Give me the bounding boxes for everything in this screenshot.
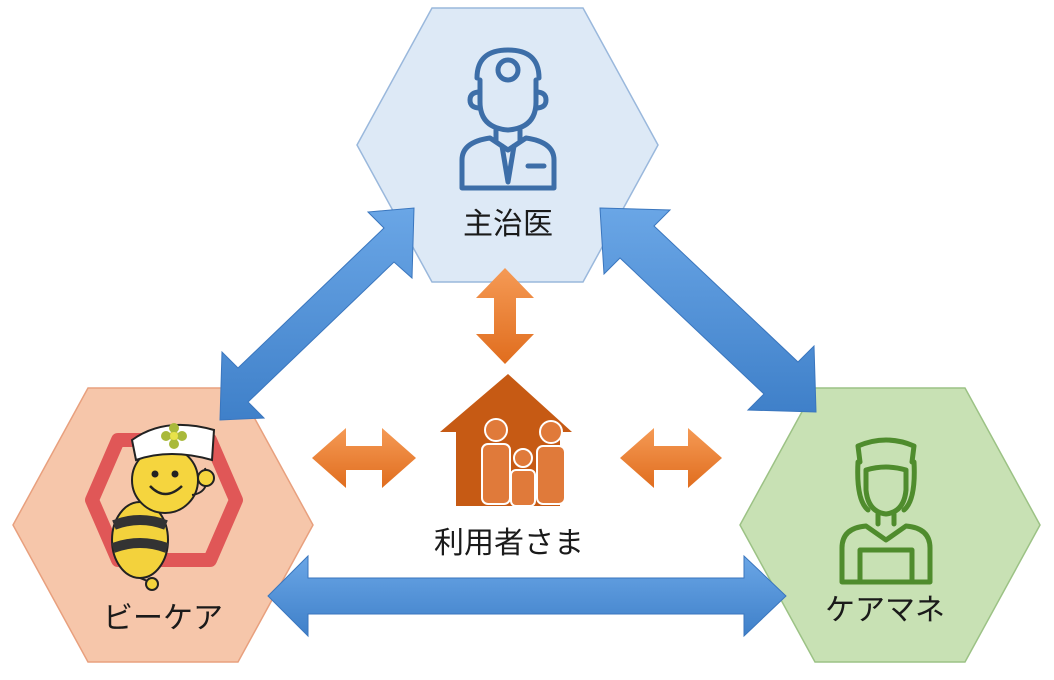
family-house-icon — [440, 374, 572, 507]
caremanager-label: ケアマネ — [825, 593, 945, 628]
arrow-doctor-bcare — [219, 207, 415, 421]
arrow-caremanager-user — [620, 428, 722, 488]
arrow-doctor-caremanager — [599, 207, 817, 413]
doctor-hexagon — [356, 7, 659, 283]
caremanager-hexagon — [739, 387, 1041, 663]
user-node: 利用者さま — [434, 374, 584, 561]
nurse-icon — [839, 437, 933, 585]
user-label: 利用者さま — [434, 526, 584, 561]
arrow-bcare-caremanager — [267, 554, 787, 638]
doctor-icon — [459, 47, 557, 191]
doctor-node: 主治医 — [356, 7, 659, 283]
arrow-doctor-user — [476, 268, 534, 364]
bcare-label: ビーケア — [103, 601, 223, 636]
caremanager-node: ケアマネ — [739, 387, 1041, 663]
bee-mascot-icon — [85, 423, 243, 591]
bcare-node: ビーケア — [12, 387, 314, 663]
doctor-label: 主治医 — [463, 207, 553, 242]
arrow-bcare-user — [312, 428, 416, 488]
